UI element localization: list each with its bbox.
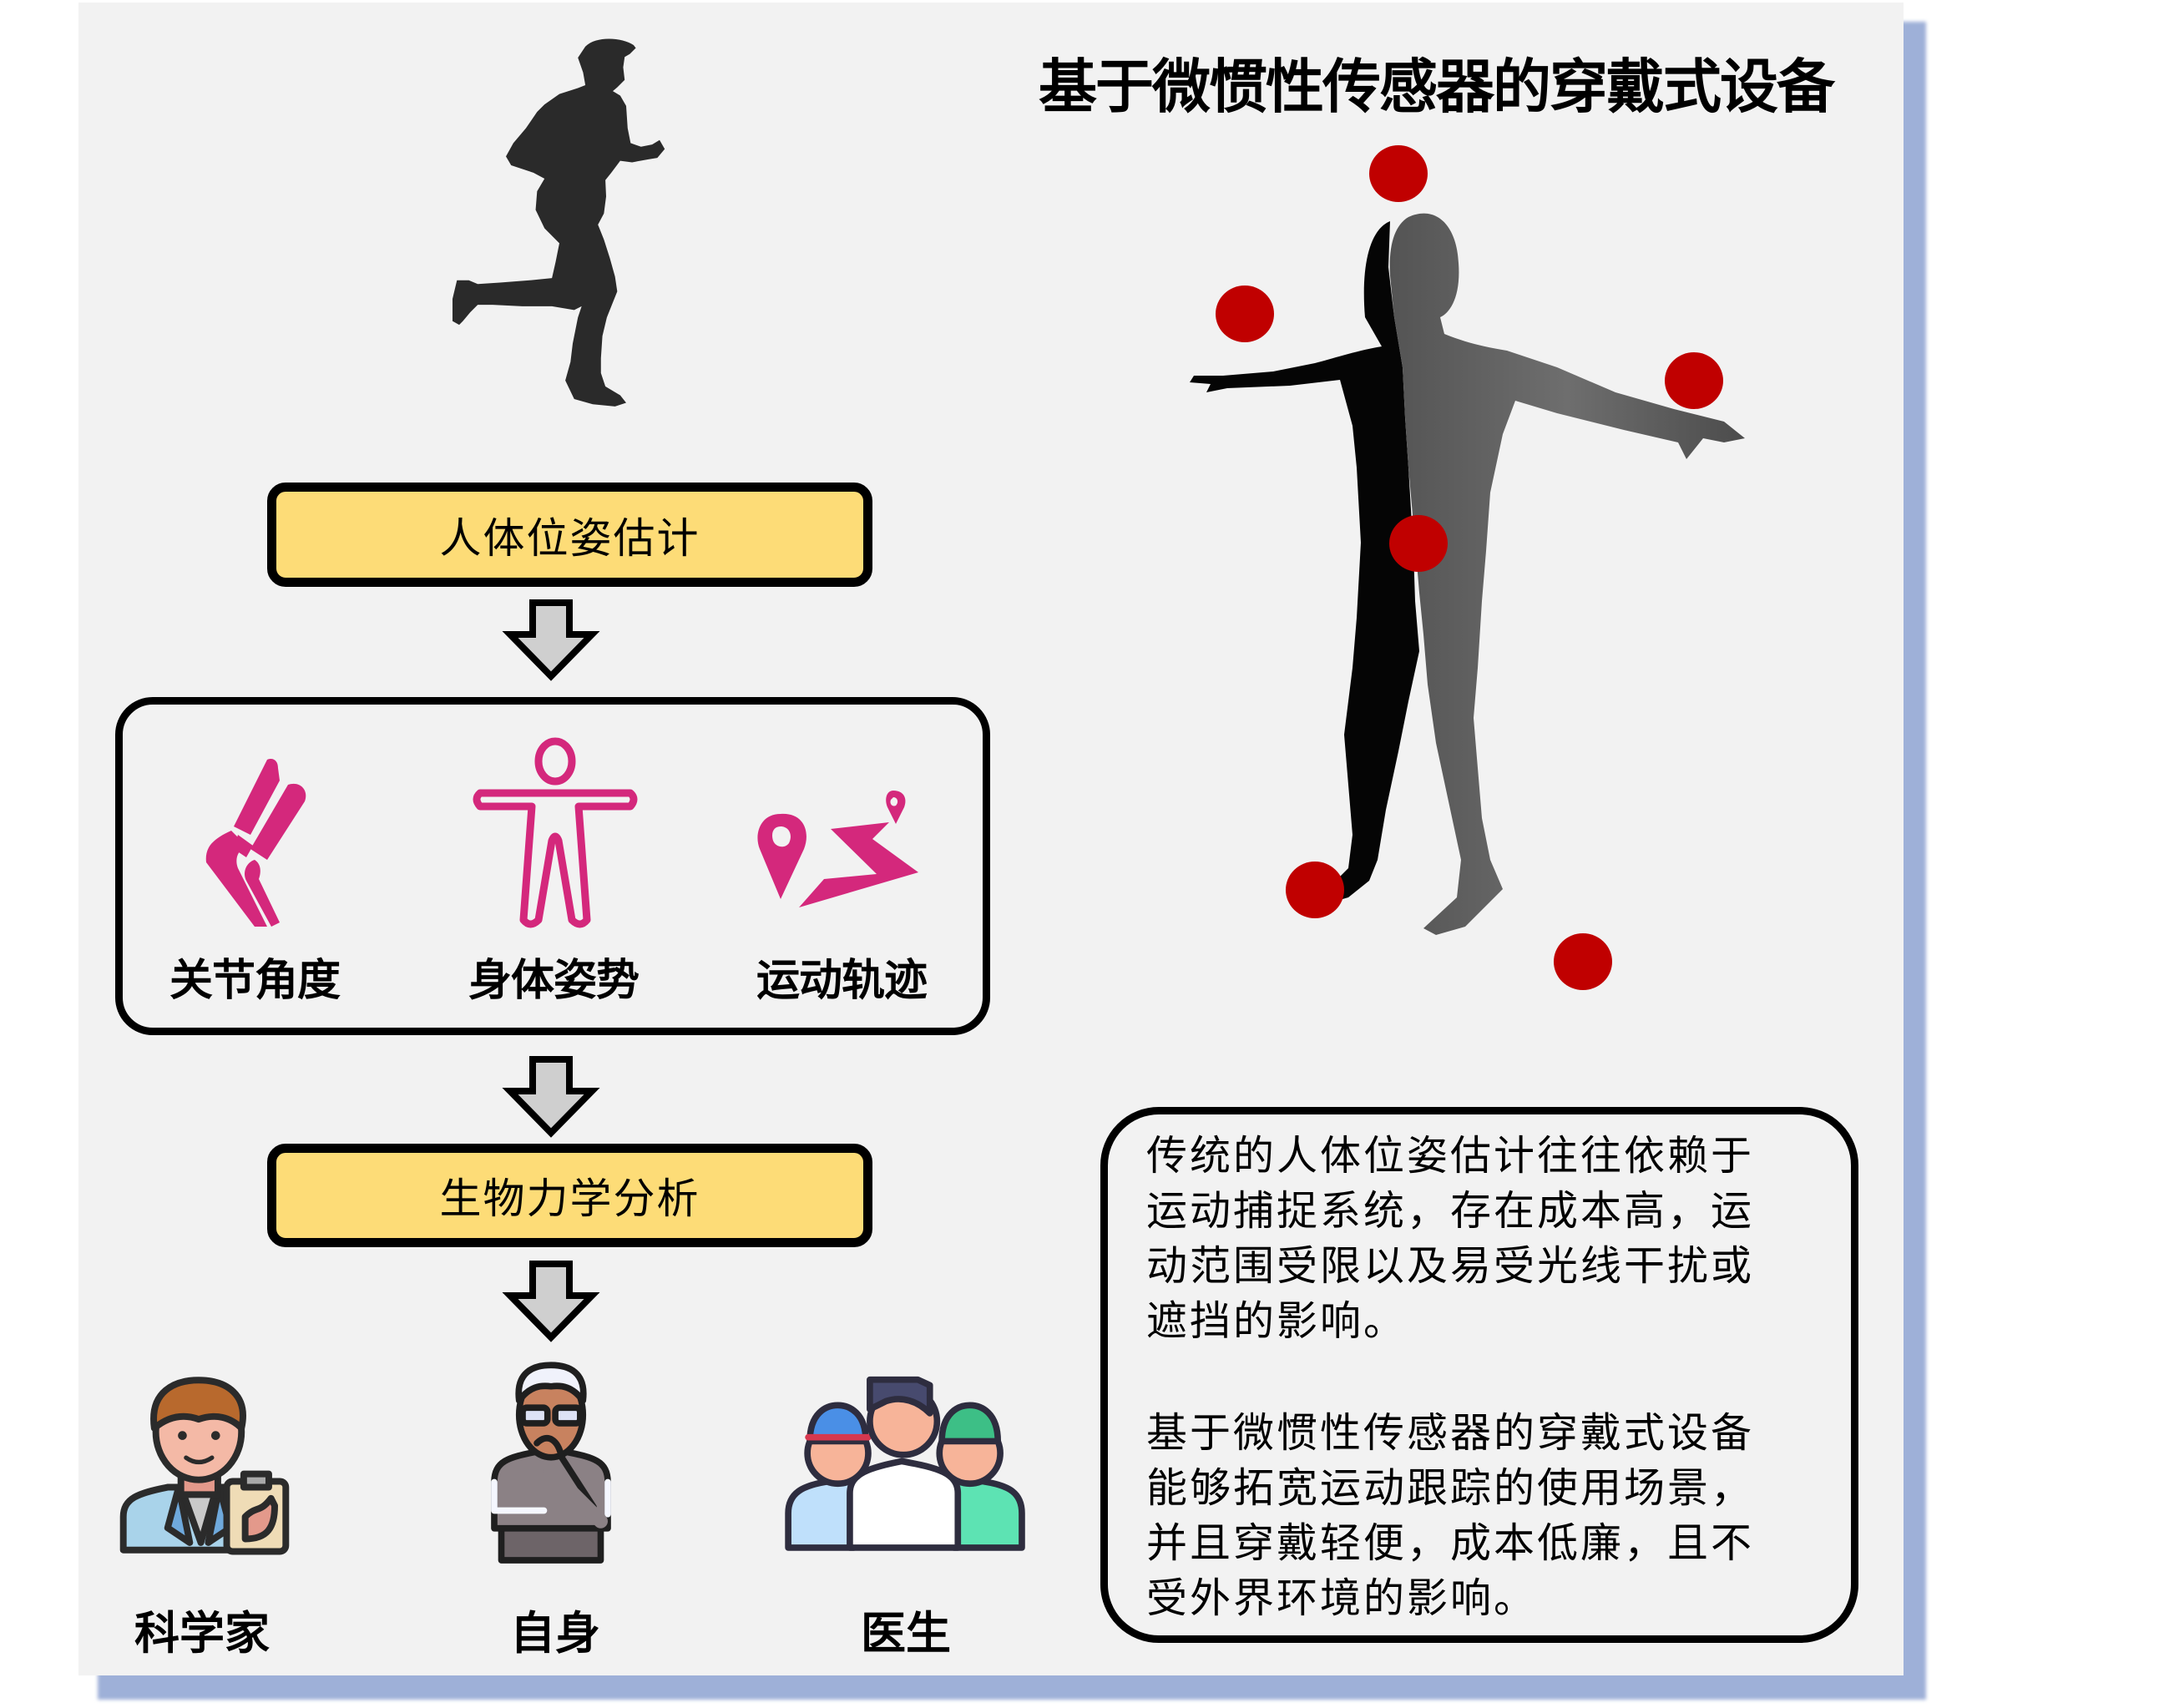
user-label-doctor: 医生	[861, 1607, 951, 1660]
text-line: 基于微惯性传感器的穿戴式设备	[1146, 1409, 1755, 1457]
knee-joint-icon	[205, 759, 306, 927]
description-paragraph-traditional: 传统的人体位姿估计往往依赖于 运动捕捉系统，存在成本高，运 动范围受限以及易受光…	[1146, 1129, 1814, 1349]
mannequin-figure	[1190, 213, 1745, 935]
pose-estimation-box: 人体位姿估计	[267, 483, 872, 587]
pose-metrics-box	[115, 697, 990, 1035]
user-label-scientist: 科学家	[134, 1607, 270, 1660]
biomechanics-analysis-label: 生物力学分析	[439, 1175, 700, 1223]
metric-label-joint-angle: 关节角度	[169, 956, 341, 1006]
medical-team-icon	[785, 1376, 1025, 1551]
sensor-marker-left-hand	[1665, 352, 1723, 409]
thinking-person-icon	[491, 1362, 611, 1564]
runner-silhouette-icon	[453, 38, 665, 407]
figure-title: 基于微惯性传感器的穿戴式设备	[1039, 53, 1835, 121]
sensor-marker-right-hand	[1216, 286, 1274, 342]
text-line: 受外界环境的影响。	[1146, 1574, 1538, 1622]
text-line: 并且穿戴轻便，成本低廉，且不	[1146, 1519, 1755, 1567]
scientist-icon	[119, 1377, 290, 1555]
text-line: 能够拓宽运动跟踪的使用场景，	[1146, 1464, 1755, 1512]
sensor-marker-pelvis	[1389, 515, 1448, 572]
biomechanics-analysis-box: 生物力学分析	[267, 1144, 872, 1247]
user-label-self: 自身	[510, 1607, 600, 1660]
body-posture-icon	[473, 737, 638, 928]
description-paragraph-wearable: 基于微惯性传感器的穿戴式设备 能够拓宽运动跟踪的使用场景， 并且穿戴轻便，成本低…	[1146, 1406, 1814, 1626]
down-arrow-icon	[502, 599, 600, 681]
text-line: 运动捕捉系统，存在成本高，运	[1146, 1187, 1755, 1235]
down-arrow-icon	[502, 1056, 600, 1138]
text-line: 遮挡的影响。	[1146, 1297, 1408, 1345]
sensor-marker-left-ankle	[1554, 933, 1612, 990]
sensor-marker-right-ankle	[1286, 862, 1344, 918]
pose-estimation-label: 人体位姿估计	[439, 513, 700, 563]
sensor-marker-head	[1369, 145, 1428, 202]
text-line: 动范围受限以及易受光线干扰或	[1146, 1242, 1755, 1290]
trajectory-icon	[757, 791, 918, 907]
text-line: 传统的人体位姿估计往往依赖于	[1146, 1132, 1755, 1180]
metric-label-body-posture: 身体姿势	[468, 956, 640, 1006]
description-box	[1100, 1107, 1858, 1643]
down-arrow-icon	[502, 1261, 600, 1342]
metric-label-trajectory: 运动轨迹	[756, 956, 928, 1006]
